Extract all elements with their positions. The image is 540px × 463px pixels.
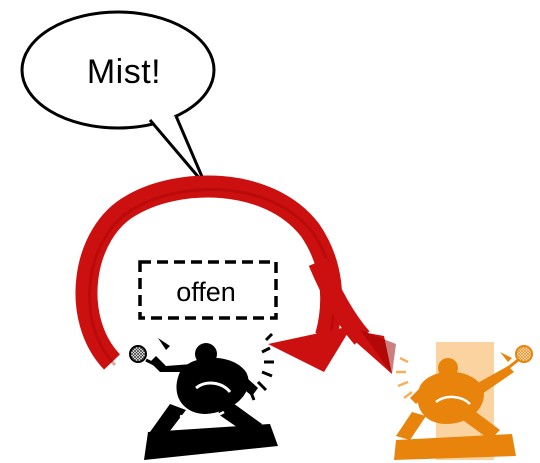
speech-bubble-text: Mist! [34, 44, 214, 100]
arrowhead-left [268, 326, 352, 372]
racket-icon [508, 346, 532, 368]
shuttlecock-icon [158, 338, 170, 350]
shuttlecock-icon [500, 352, 512, 362]
racket-icon [130, 346, 158, 366]
tennis-player-orange-icon [394, 342, 516, 460]
motion-lines-right [396, 358, 412, 398]
state-box-label: offen [140, 266, 272, 318]
tennis-player-black-icon [144, 343, 278, 460]
